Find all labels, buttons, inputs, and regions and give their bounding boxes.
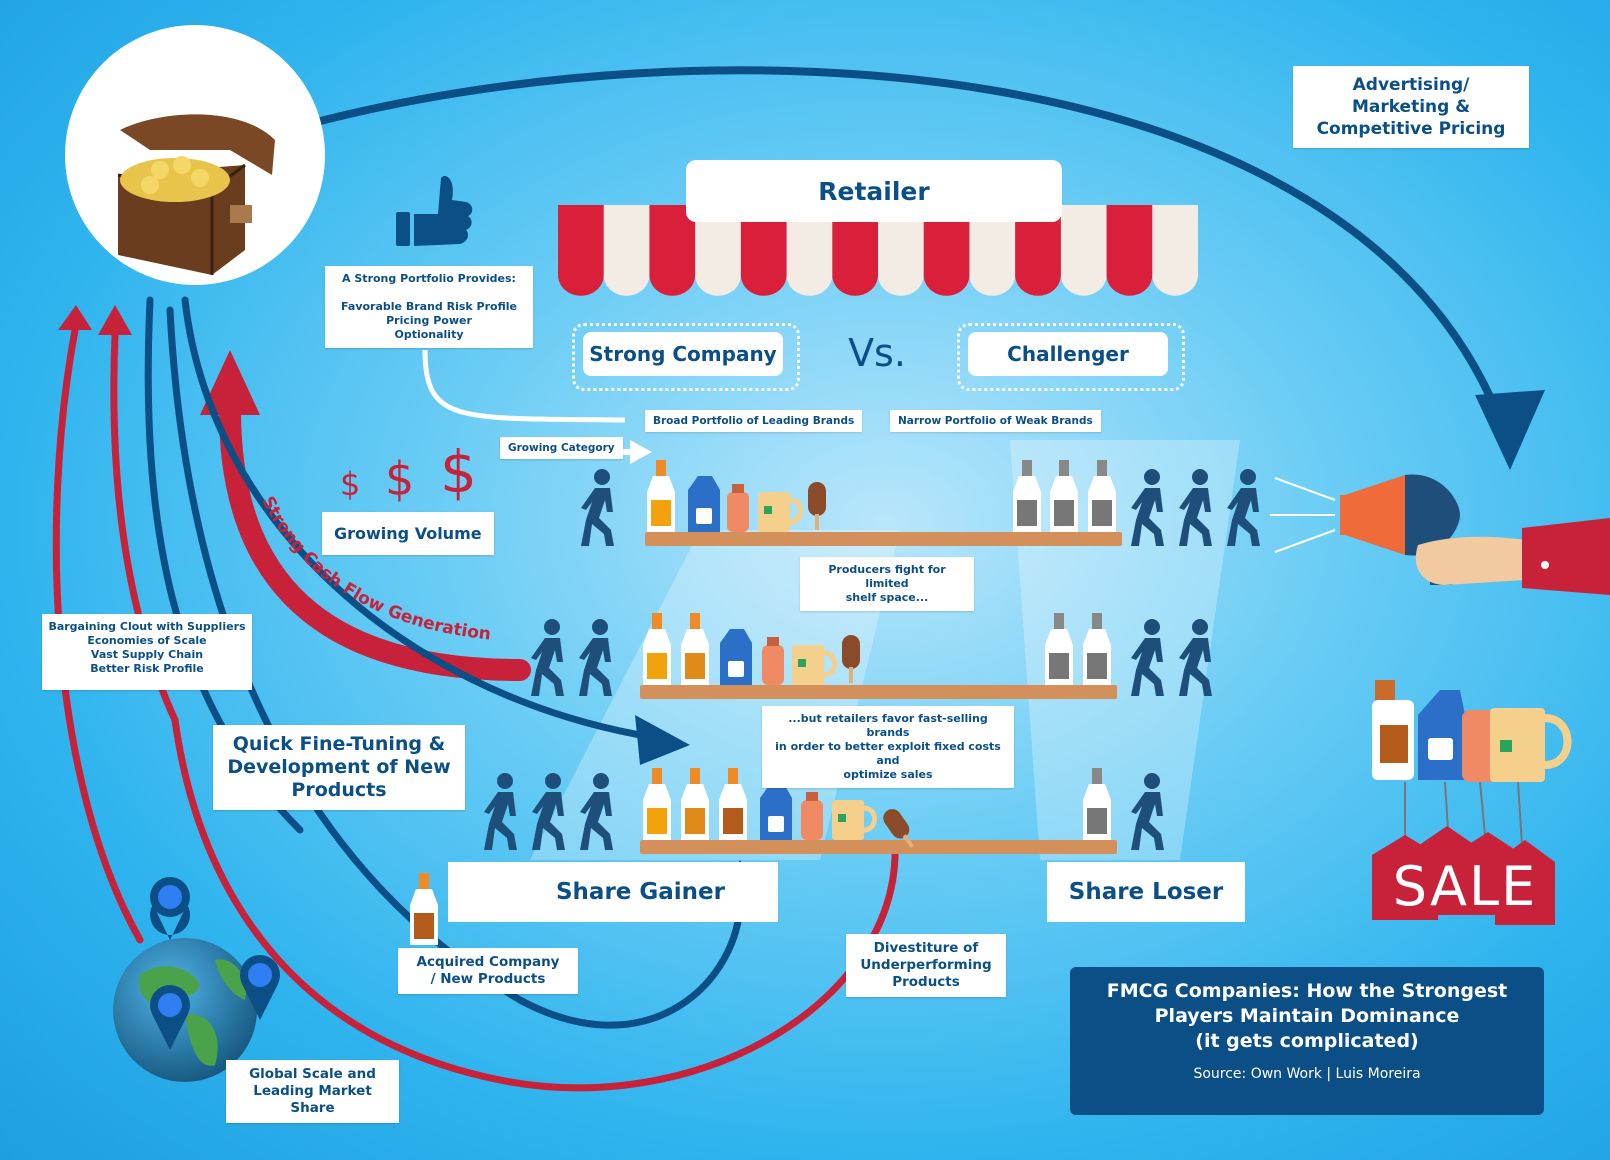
sale-text: SALE (1393, 855, 1537, 918)
ice-cream-icon (842, 635, 860, 683)
strong-company-box: Strong Company (583, 332, 783, 376)
walker-icon (581, 469, 614, 546)
acquired-company-box: Acquired Company / New Products (398, 948, 578, 994)
detergent-icon (720, 629, 752, 685)
advertising-box: Advertising/ Marketing & Competitive Pri… (1293, 66, 1529, 148)
broad-portfolio-label: Broad Portfolio of Leading Brands (645, 410, 863, 432)
bottle-icon (1050, 460, 1078, 532)
challenger-frame (957, 323, 1185, 391)
narrow-portfolio-label: Narrow Portfolio of Weak Brands (890, 410, 1101, 432)
source-text: Source: Own Work | Luis Moreira (1193, 1066, 1421, 1082)
products (410, 460, 1116, 945)
portfolio-connector (422, 349, 626, 423)
bottle-icon (1083, 768, 1111, 840)
bottle-icon (1045, 613, 1073, 685)
divestiture-line (171, 716, 899, 1092)
quick-fine-tuning-box: Quick Fine-Tuning & Development of New P… (213, 725, 465, 810)
growing-category-label: Growing Category (500, 437, 623, 459)
portfolio-benefits-list: Favorable Brand Risk Profile Pricing Pow… (341, 300, 517, 341)
walker-icon (579, 619, 612, 696)
mug-icon (758, 492, 803, 532)
share-gainer-label: Share Gainer (555, 879, 725, 905)
retailer-sign: Retailer (686, 160, 1062, 222)
ice-cream-icon (883, 809, 914, 848)
dollar-icons: $ $ $ (340, 438, 477, 506)
dollar-small: $ (340, 465, 360, 503)
blue-arrow-low (166, 306, 744, 1029)
megaphone-icon (1270, 474, 1610, 595)
dollar-large: $ (440, 438, 477, 506)
detergent-icon (688, 476, 720, 532)
share-loser-label: Share Loser (1068, 879, 1224, 905)
title-text: FMCG Companies: How the Strongest Player… (1106, 980, 1508, 1052)
detergent-icon (760, 784, 792, 840)
challenger-label: Challenger (1007, 342, 1129, 366)
bottle-icon (1088, 460, 1116, 532)
cash-flow-arrowhead (200, 350, 260, 415)
growing-volume-label: Growing Volume (322, 512, 494, 555)
bargaining-clout-box: Bargaining Clout with Suppliers Economie… (42, 614, 252, 690)
mug-icon (792, 645, 837, 685)
retailer-favor-note: ...but retailers favor fast-selling bran… (762, 706, 1014, 788)
divestiture-box: Divestiture of Underperforming Products (846, 934, 1006, 997)
blue-arrowhead-mid (635, 715, 690, 765)
bottle-icon (1083, 613, 1111, 685)
bottle-icon (410, 873, 438, 945)
retailer-title: Retailer (818, 176, 930, 206)
bottle-icon (1013, 460, 1041, 532)
map-pin-icon (150, 877, 191, 940)
bottle-icon (727, 484, 749, 532)
thumbs-up-icon (396, 176, 473, 246)
light-beams (530, 440, 1240, 860)
bottle-icon (762, 637, 784, 685)
strong-company-frame (572, 323, 800, 391)
strong-company-label: Strong Company (589, 342, 777, 366)
share-gainer-box: Share Gainer (448, 862, 778, 922)
advertising-arrow (301, 66, 1504, 424)
red-arrowhead-outer (58, 305, 92, 330)
red-arrowhead-inner (98, 305, 132, 335)
bottle-icon (719, 768, 747, 840)
bottle-icon (643, 768, 671, 840)
walker-icon (484, 773, 517, 850)
advertising-arrowhead (1475, 390, 1545, 470)
title-box: FMCG Companies: How the Strongest Player… (1070, 967, 1544, 1115)
treasure-chest-icon (65, 25, 325, 285)
global-scale-box: Global Scale and Leading Market Share (226, 1060, 399, 1123)
portfolio-benefits-box: A Strong Portfolio Provides: Favorable B… (325, 266, 533, 348)
map-pin-icon (240, 955, 280, 1020)
sale-display: SALE (1372, 680, 1572, 925)
map-pin-icons (150, 877, 280, 1050)
mug-icon (832, 800, 877, 840)
map-pin-icon (150, 985, 190, 1050)
bottle-icon (643, 613, 671, 685)
portfolio-benefits-title: A Strong Portfolio Provides: (342, 272, 516, 285)
blue-arrow-mid (181, 296, 644, 739)
bottle-icon (647, 460, 675, 532)
challenger-box: Challenger (968, 332, 1168, 376)
ice-cream-icon (808, 482, 826, 530)
vs-text: Vs. (848, 331, 906, 375)
bottle-icon (801, 792, 823, 840)
bottle-icon (681, 613, 709, 685)
shelf-space-note: Producers fight for limited shelf space.… (800, 557, 974, 611)
share-loser-box: Share Loser (1047, 862, 1245, 922)
bottle-icon (681, 768, 709, 840)
walker-icon (531, 619, 564, 696)
dollar-mid: $ (385, 452, 414, 506)
shelves (640, 532, 1122, 854)
